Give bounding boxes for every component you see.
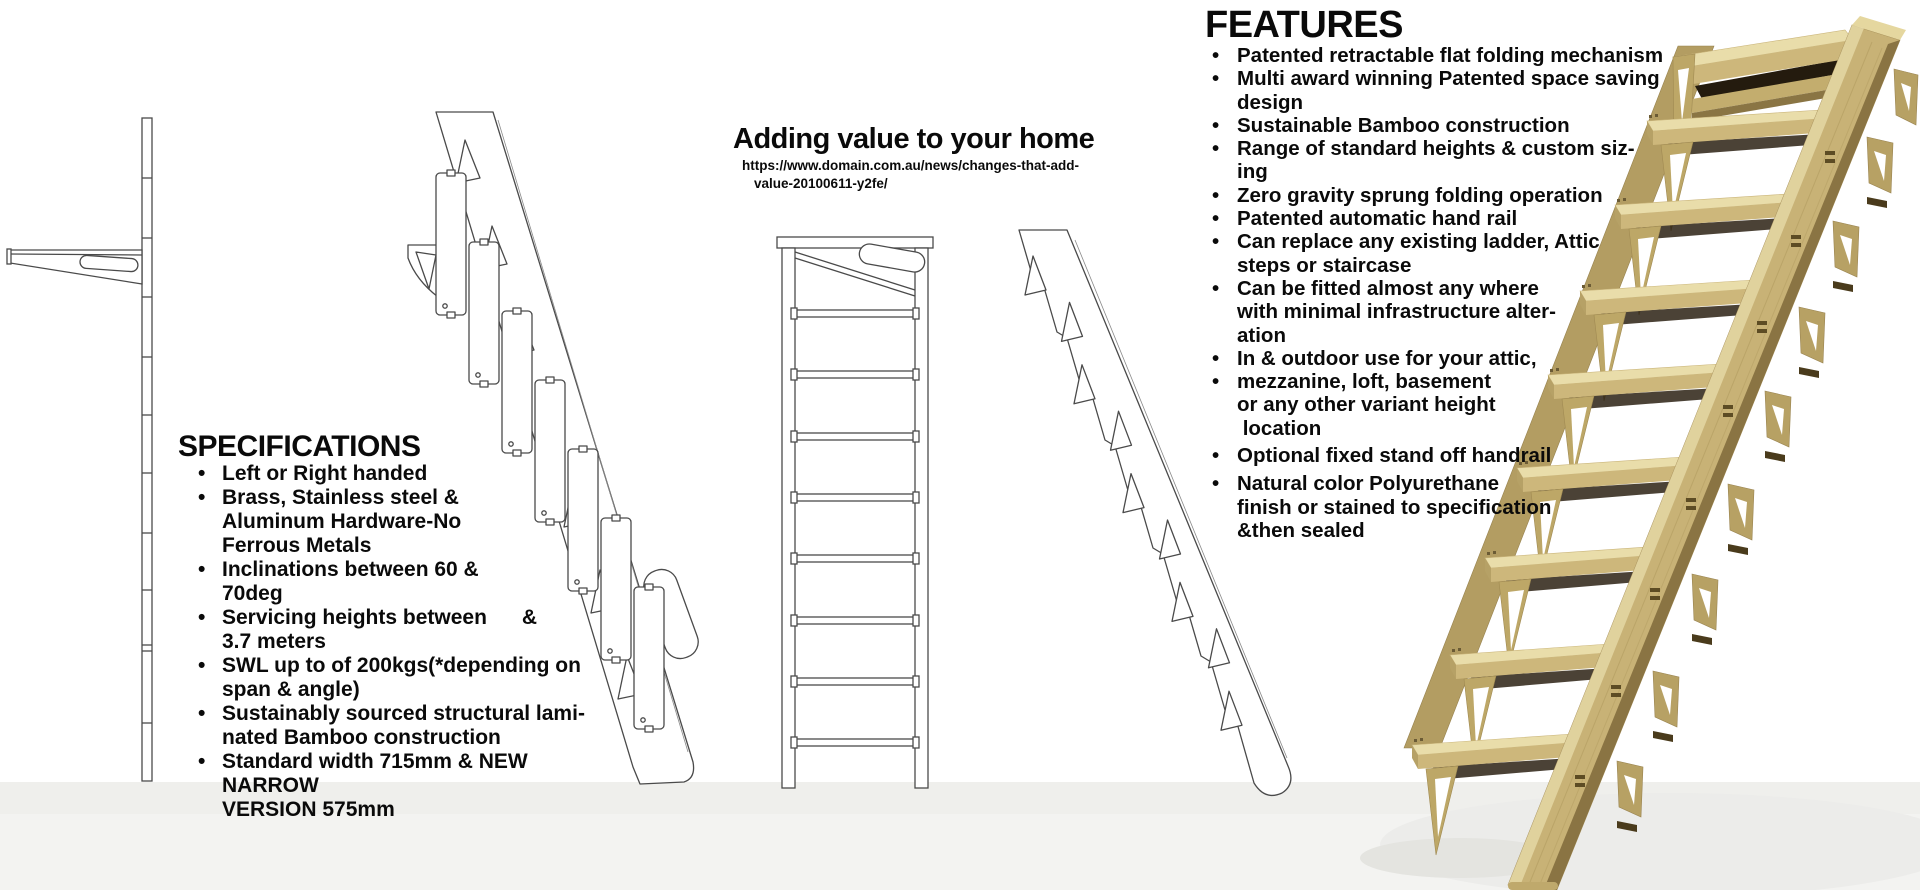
rungs bbox=[790, 307, 920, 749]
bullet-text: Range of standard heights & custom siz- … bbox=[1237, 137, 1635, 184]
front-view-lines bbox=[776, 236, 934, 789]
tread bbox=[1484, 545, 1719, 669]
feature-item: • Multi award winning Patented space savi… bbox=[1210, 67, 1690, 114]
bullet-glyph: • bbox=[1212, 113, 1220, 137]
feature-item: • Range of standard heights & custom siz-… bbox=[1210, 137, 1690, 184]
feature-item: • Can replace any existing ladder, Attic … bbox=[1210, 230, 1690, 277]
bullet-glyph: • bbox=[1212, 276, 1220, 300]
spec-item: • SWL up to of 200kgs(*depending on span … bbox=[196, 654, 626, 702]
tread bbox=[1516, 455, 1755, 579]
bullet-text: Servicing heights between & 3.7 meters bbox=[222, 606, 538, 653]
front-stringer bbox=[1507, 16, 1906, 890]
center-header-title: Adding value to your home bbox=[733, 123, 1095, 155]
feature-item: • Optional fixed stand off handrail bbox=[1210, 444, 1690, 467]
bullet-glyph: • bbox=[1212, 472, 1220, 496]
front-view-drawing bbox=[776, 236, 934, 789]
feature-item: • Zero gravity sprung folding operation bbox=[1210, 184, 1690, 207]
bullet-glyph: • bbox=[1212, 346, 1220, 370]
bullet-glyph: • bbox=[1212, 230, 1220, 254]
source-url-line1: https://www.domain.com.au/news/changes-t… bbox=[742, 158, 1080, 173]
spec-item: • Brass, Stainless steel & Aluminum Hardw… bbox=[196, 486, 626, 558]
bullet-text: mezzanine, loft, basement or any other v… bbox=[1237, 370, 1496, 440]
bullet-text: Brass, Stainless steel & Aluminum Hardwa… bbox=[222, 486, 462, 557]
features-title: FEATURES bbox=[1205, 4, 1403, 46]
bullet-text: Can replace any existing ladder, Attic s… bbox=[1237, 230, 1600, 277]
features-list: • Patented retractable flat folding mecha… bbox=[1210, 44, 1690, 542]
bullet-glyph: • bbox=[1212, 444, 1220, 468]
bullet-glyph: • bbox=[198, 486, 206, 509]
bullet-text: In & outdoor use for your attic, bbox=[1237, 346, 1537, 370]
bullet-text: Left or Right handed bbox=[222, 462, 428, 485]
folded-band-cutouts bbox=[1024, 255, 1243, 731]
top-cap bbox=[776, 236, 934, 249]
bullet-text: Inclinations between 60 & 70deg bbox=[222, 558, 479, 605]
bullet-text: Patented retractable flat folding mechan… bbox=[1237, 44, 1664, 67]
bullet-text: Can be fitted almost any where with mini… bbox=[1237, 276, 1556, 347]
bullet-text: Optional fixed stand off handrail bbox=[1237, 444, 1552, 468]
bullet-glyph: • bbox=[198, 654, 206, 677]
feature-item: • mezzanine, loft, basement or any other … bbox=[1210, 370, 1690, 440]
specifications-list: • Left or Right handed • Brass, Stainless s… bbox=[196, 462, 626, 822]
bullet-glyph: • bbox=[198, 702, 206, 725]
bullet-glyph: • bbox=[1212, 137, 1220, 161]
top-handrail bbox=[1672, 29, 1919, 145]
treads bbox=[1411, 108, 1894, 856]
spec-item: • Left or Right handed bbox=[196, 462, 626, 486]
source-url-line2: value-20100611-y2fe/ bbox=[754, 175, 888, 191]
bamboo-staircase-3d-render bbox=[1360, 16, 1920, 890]
stringer-foot bbox=[1508, 882, 1558, 890]
bullet-glyph: • bbox=[1212, 207, 1220, 231]
bullet-glyph: • bbox=[198, 750, 206, 773]
spec-item: • Inclinations between 60 & 70deg bbox=[196, 558, 626, 606]
tread bbox=[1547, 362, 1792, 486]
bullet-glyph: • bbox=[198, 558, 206, 581]
tread bbox=[1411, 732, 1644, 856]
handrail-slot bbox=[858, 243, 926, 273]
tread bbox=[1449, 642, 1680, 766]
bullet-glyph: • bbox=[1212, 370, 1220, 394]
specifications-title: SPECIFICATIONS bbox=[178, 430, 421, 463]
spec-item: • Servicing heights between & 3.7 meters bbox=[196, 606, 626, 654]
profile-lines bbox=[6, 117, 153, 782]
feature-item: • Natural color Polyurethane finish or st… bbox=[1210, 472, 1690, 542]
bullet-text: Standard width 715mm & NEW NARROW VERSIO… bbox=[222, 750, 528, 821]
feature-item: • Patented retractable flat folding mecha… bbox=[1210, 44, 1690, 67]
bullet-text: Multi award winning Patented space savin… bbox=[1237, 67, 1660, 114]
bullet-text: Zero gravity sprung folding operation bbox=[1237, 183, 1603, 207]
feature-item: • Can be fitted almost any where with min… bbox=[1210, 277, 1690, 347]
spec-item: • Sustainably sourced structural lami- na… bbox=[196, 702, 626, 750]
bullet-glyph: • bbox=[198, 462, 206, 485]
bullet-text: Sustainably sourced structural lami- nat… bbox=[222, 702, 585, 749]
folded-side-view-drawing bbox=[1018, 229, 1292, 797]
tread bbox=[1614, 192, 1860, 316]
folded-step-panels bbox=[435, 169, 665, 733]
bullet-glyph: • bbox=[1212, 67, 1220, 91]
right-rail bbox=[914, 247, 929, 789]
bullet-glyph: • bbox=[198, 606, 206, 629]
left-rail bbox=[781, 247, 796, 789]
tread bbox=[1646, 108, 1894, 232]
folded-band bbox=[1018, 229, 1292, 797]
bullet-text: Sustainable Bamboo construction bbox=[1237, 113, 1570, 137]
folded-flat-profile-drawing bbox=[6, 117, 153, 782]
center-header: Adding value to your home https://www.do… bbox=[733, 123, 1133, 191]
bullet-text: Natural color Polyurethane finish or sta… bbox=[1237, 472, 1552, 542]
bullet-glyph: • bbox=[1212, 44, 1220, 67]
bullet-text: Patented automatic hand rail bbox=[1237, 207, 1518, 231]
bracket-slot bbox=[79, 254, 139, 273]
unfolding-side-view-drawing bbox=[407, 111, 699, 785]
hinge-slots bbox=[1575, 151, 1835, 787]
spec-item: • Standard width 715mm & NEW NARROW VERSI… bbox=[196, 750, 626, 822]
stringer-band bbox=[407, 111, 699, 785]
feature-item: • Sustainable Bamboo construction bbox=[1210, 114, 1690, 137]
feature-item: • Patented automatic hand rail bbox=[1210, 207, 1690, 230]
bullet-text: SWL up to of 200kgs(*depending on span &… bbox=[222, 654, 581, 701]
feature-item: • In & outdoor use for your attic, bbox=[1210, 347, 1690, 370]
bullet-glyph: • bbox=[1212, 183, 1220, 207]
step-shadow bbox=[1360, 838, 1560, 878]
